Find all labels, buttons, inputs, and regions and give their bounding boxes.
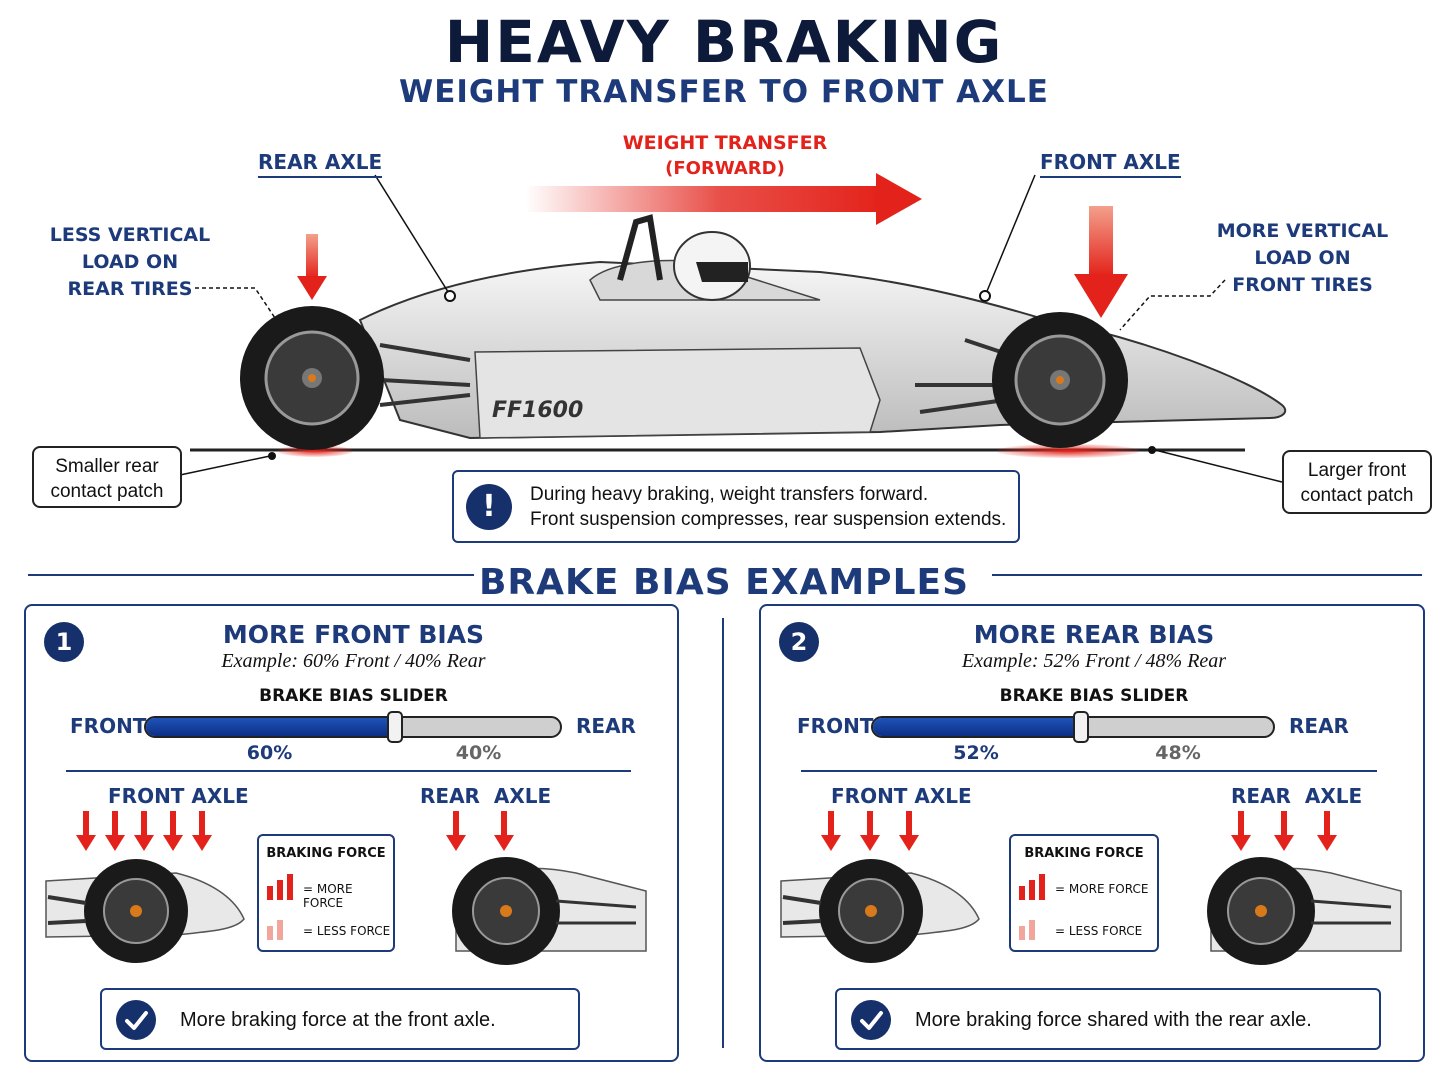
- front-percent: 60%: [246, 742, 293, 764]
- front-contact-patch: [996, 444, 1140, 458]
- slider-title: BRAKE BIAS SLIDER: [999, 686, 1189, 706]
- info-box: ! During heavy braking, weight transfers…: [452, 470, 1020, 543]
- panel-separator: [722, 618, 724, 1048]
- front-force-arrow: [105, 811, 125, 851]
- front-load-leader: [1119, 279, 1226, 331]
- legend-title: BRAKING FORCE: [1024, 846, 1144, 861]
- front-force-arrow: [821, 811, 841, 851]
- front-percent: 52%: [953, 742, 999, 764]
- rear-load-arrow: [297, 234, 327, 300]
- front-force-arrow: [192, 811, 212, 851]
- car-badge: FF1600: [492, 398, 584, 423]
- front-force-arrow: [76, 811, 96, 851]
- weight-transfer-arrow: [525, 173, 922, 225]
- legend-less: = LESS FORCE: [1055, 924, 1143, 938]
- legend-title: BRAKING FORCE: [266, 846, 386, 861]
- front-axle-leader: [984, 174, 1036, 297]
- exclamation-icon: !: [466, 484, 512, 530]
- less-force-icon: [1019, 920, 1035, 940]
- more-force-icon: [267, 874, 293, 900]
- page-subtitle: WEIGHT TRANSFER TO FRONT AXLE: [399, 74, 1049, 110]
- check-icon: [116, 1000, 156, 1040]
- rear-axle-title: REAR AXLE: [1231, 784, 1363, 808]
- brake-bias-slider[interactable]: [144, 716, 562, 738]
- bias-panel-2: 2 MORE REAR BIAS Example: 52% Front / 48…: [759, 604, 1425, 1062]
- slider-divider: [801, 770, 1377, 772]
- front-axle-title: FRONT AXLE: [831, 784, 972, 808]
- rear-patch-callout: Smaller rear contact patch: [32, 446, 182, 508]
- front-force-arrow: [899, 811, 919, 851]
- rear-wheel: [240, 306, 384, 450]
- panel-title: MORE REAR BIAS: [973, 620, 1215, 649]
- section-divider-left: [28, 574, 474, 576]
- weight-transfer-label: WEIGHT TRANSFER: [622, 132, 828, 154]
- slider-front-label: FRONT: [70, 714, 147, 738]
- braking-force-legend: BRAKING FORCE = MORE FORCE = LESS FORCE: [257, 834, 395, 952]
- panel-title: MORE FRONT BIAS: [222, 620, 485, 649]
- verdict-box: More braking force at the front axle.: [100, 988, 580, 1050]
- front-patch-callout: Larger front contact patch: [1282, 450, 1432, 514]
- rear-load-leader: [195, 287, 276, 319]
- slider-handle[interactable]: [387, 711, 403, 743]
- rear-force-arrow: [494, 811, 514, 851]
- front-axle-title: FRONT AXLE: [108, 784, 249, 808]
- verdict-box: More braking force shared with the rear …: [835, 988, 1381, 1050]
- rear-percent: 48%: [1155, 742, 1201, 764]
- axle-illustrations: [45, 811, 647, 965]
- rear-force-arrow: [1317, 811, 1337, 851]
- section-divider-right: [992, 574, 1422, 576]
- axle-illustrations: [780, 811, 1402, 965]
- verdict-text: More braking force shared with the rear …: [915, 1009, 1312, 1031]
- check-icon: [851, 1000, 891, 1040]
- front-axle-label: FRONT AXLE: [1040, 150, 1181, 178]
- front-force-arrow: [860, 811, 880, 851]
- rear-axle-title: REAR AXLE: [420, 784, 552, 808]
- legend-less: = LESS FORCE: [303, 924, 391, 938]
- braking-force-legend: BRAKING FORCE = MORE FORCE = LESS FORCE: [1009, 834, 1159, 952]
- panel-number-badge: 2: [779, 622, 819, 662]
- more-force-icon: [1019, 874, 1045, 900]
- rear-force-arrow: [1274, 811, 1294, 851]
- rear-axle-leader: [374, 174, 451, 296]
- slider-front-label: FRONT: [797, 714, 874, 738]
- rear-force-arrow: [446, 811, 466, 851]
- rear-percent: 40%: [455, 742, 502, 764]
- less-force-icon: [267, 920, 283, 940]
- rear-patch-leader: [179, 455, 271, 476]
- car-diagram: [179, 173, 1287, 483]
- race-car: [358, 214, 1287, 440]
- legend-more: = MORE FORCE: [1055, 882, 1149, 896]
- panel-example: Example: 52% Front / 48% Rear: [961, 650, 1227, 672]
- slider-front-fill: [146, 718, 397, 736]
- verdict-text: More braking force at the front axle.: [180, 1009, 496, 1031]
- legend-more: = MORE FORCE: [303, 882, 353, 910]
- panel-example: Example: 60% Front / 40% Rear: [221, 650, 486, 672]
- front-wheel-illustration: [45, 859, 245, 963]
- slider-rear-label: REAR: [1289, 714, 1349, 738]
- rear-load-label: LESS VERTICAL LOAD ON REAR TIRES: [49, 224, 211, 300]
- front-load-label: MORE VERTICAL LOAD ON FRONT TIRES: [1216, 220, 1389, 296]
- page-title: HEAVY BRAKING: [444, 8, 1004, 76]
- slider-front-fill: [873, 718, 1083, 736]
- rear-wheel-illustration: [452, 857, 647, 965]
- front-wheel-illustration: [780, 859, 980, 963]
- rear-wheel-illustration: [1207, 857, 1402, 965]
- slider-title: BRAKE BIAS SLIDER: [259, 686, 448, 706]
- front-wheel: [992, 312, 1128, 448]
- front-force-arrow: [163, 811, 183, 851]
- info-text: During heavy braking, weight transfers f…: [530, 484, 1007, 530]
- weight-transfer-sublabel: (FORWARD): [665, 158, 785, 179]
- rear-force-arrow: [1231, 811, 1251, 851]
- bias-panel-1: 1 MORE FRONT BIAS Example: 60% Front / 4…: [24, 604, 679, 1062]
- slider-handle[interactable]: [1073, 711, 1089, 743]
- panel-number-badge: 1: [44, 622, 84, 662]
- section-title: BRAKE BIAS EXAMPLES: [478, 562, 970, 603]
- front-patch-leader: [1154, 449, 1283, 483]
- slider-rear-label: REAR: [576, 714, 636, 738]
- rear-axle-label: REAR AXLE: [258, 150, 383, 178]
- front-force-arrow: [134, 811, 154, 851]
- slider-divider: [66, 770, 631, 772]
- front-load-arrow: [1074, 206, 1128, 318]
